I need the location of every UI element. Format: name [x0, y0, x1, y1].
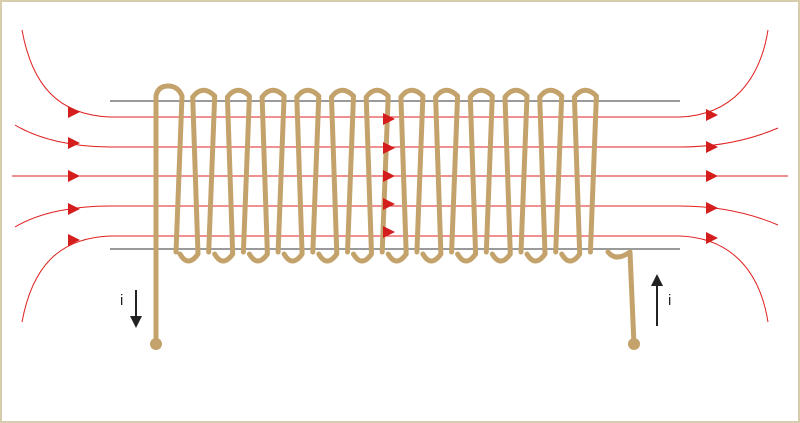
coil-right-lead	[605, 249, 637, 348]
field-arrow-10	[383, 226, 395, 238]
field-arrow-15	[706, 232, 718, 244]
field-arrow-4	[68, 203, 80, 215]
coil-turn-12	[559, 87, 599, 264]
right-terminal	[628, 338, 640, 350]
field-line-2	[14, 124, 779, 148]
field-line-4	[14, 205, 779, 228]
coil-turn-1	[177, 87, 218, 264]
coil-winding	[150, 83, 640, 350]
field-arrow-2	[68, 137, 80, 149]
coil-turn-8	[420, 87, 461, 264]
field-line-1	[21, 29, 769, 118]
coil-turn-3	[246, 87, 287, 264]
coil-turn-2	[212, 87, 252, 264]
current-label-right: i	[668, 292, 672, 309]
field-arrow-7	[383, 142, 395, 154]
magnetic-field-lines	[12, 29, 788, 323]
coil-turn-10	[489, 87, 530, 264]
field-arrow-3	[68, 170, 80, 182]
current-arrows	[130, 274, 663, 328]
coil-turn-7	[385, 87, 426, 264]
coil-turn-6	[351, 87, 391, 264]
field-line-5	[21, 235, 769, 323]
field-arrow-1	[68, 106, 80, 118]
field-arrow-13	[706, 170, 718, 182]
coil-left-lead	[153, 83, 185, 348]
field-arrow-6	[383, 113, 395, 125]
current-arrow-down-head	[130, 316, 142, 328]
field-arrow-5	[68, 234, 80, 246]
field-arrow-11	[706, 109, 718, 121]
field-arrow-12	[706, 141, 718, 153]
coil-turn-9	[455, 87, 495, 264]
coil-turn-5	[316, 87, 356, 264]
field-arrow-9	[383, 198, 395, 210]
left-terminal	[150, 338, 162, 350]
current-arrow-up-head	[651, 274, 663, 286]
current-label-left: i	[120, 292, 124, 309]
field-direction-arrows	[68, 106, 718, 246]
field-arrow-8	[383, 170, 395, 182]
coil-turn-11	[524, 87, 565, 264]
field-arrow-14	[706, 202, 718, 214]
solenoid-core-outline	[110, 100, 680, 250]
coil-turn-4	[281, 87, 322, 264]
